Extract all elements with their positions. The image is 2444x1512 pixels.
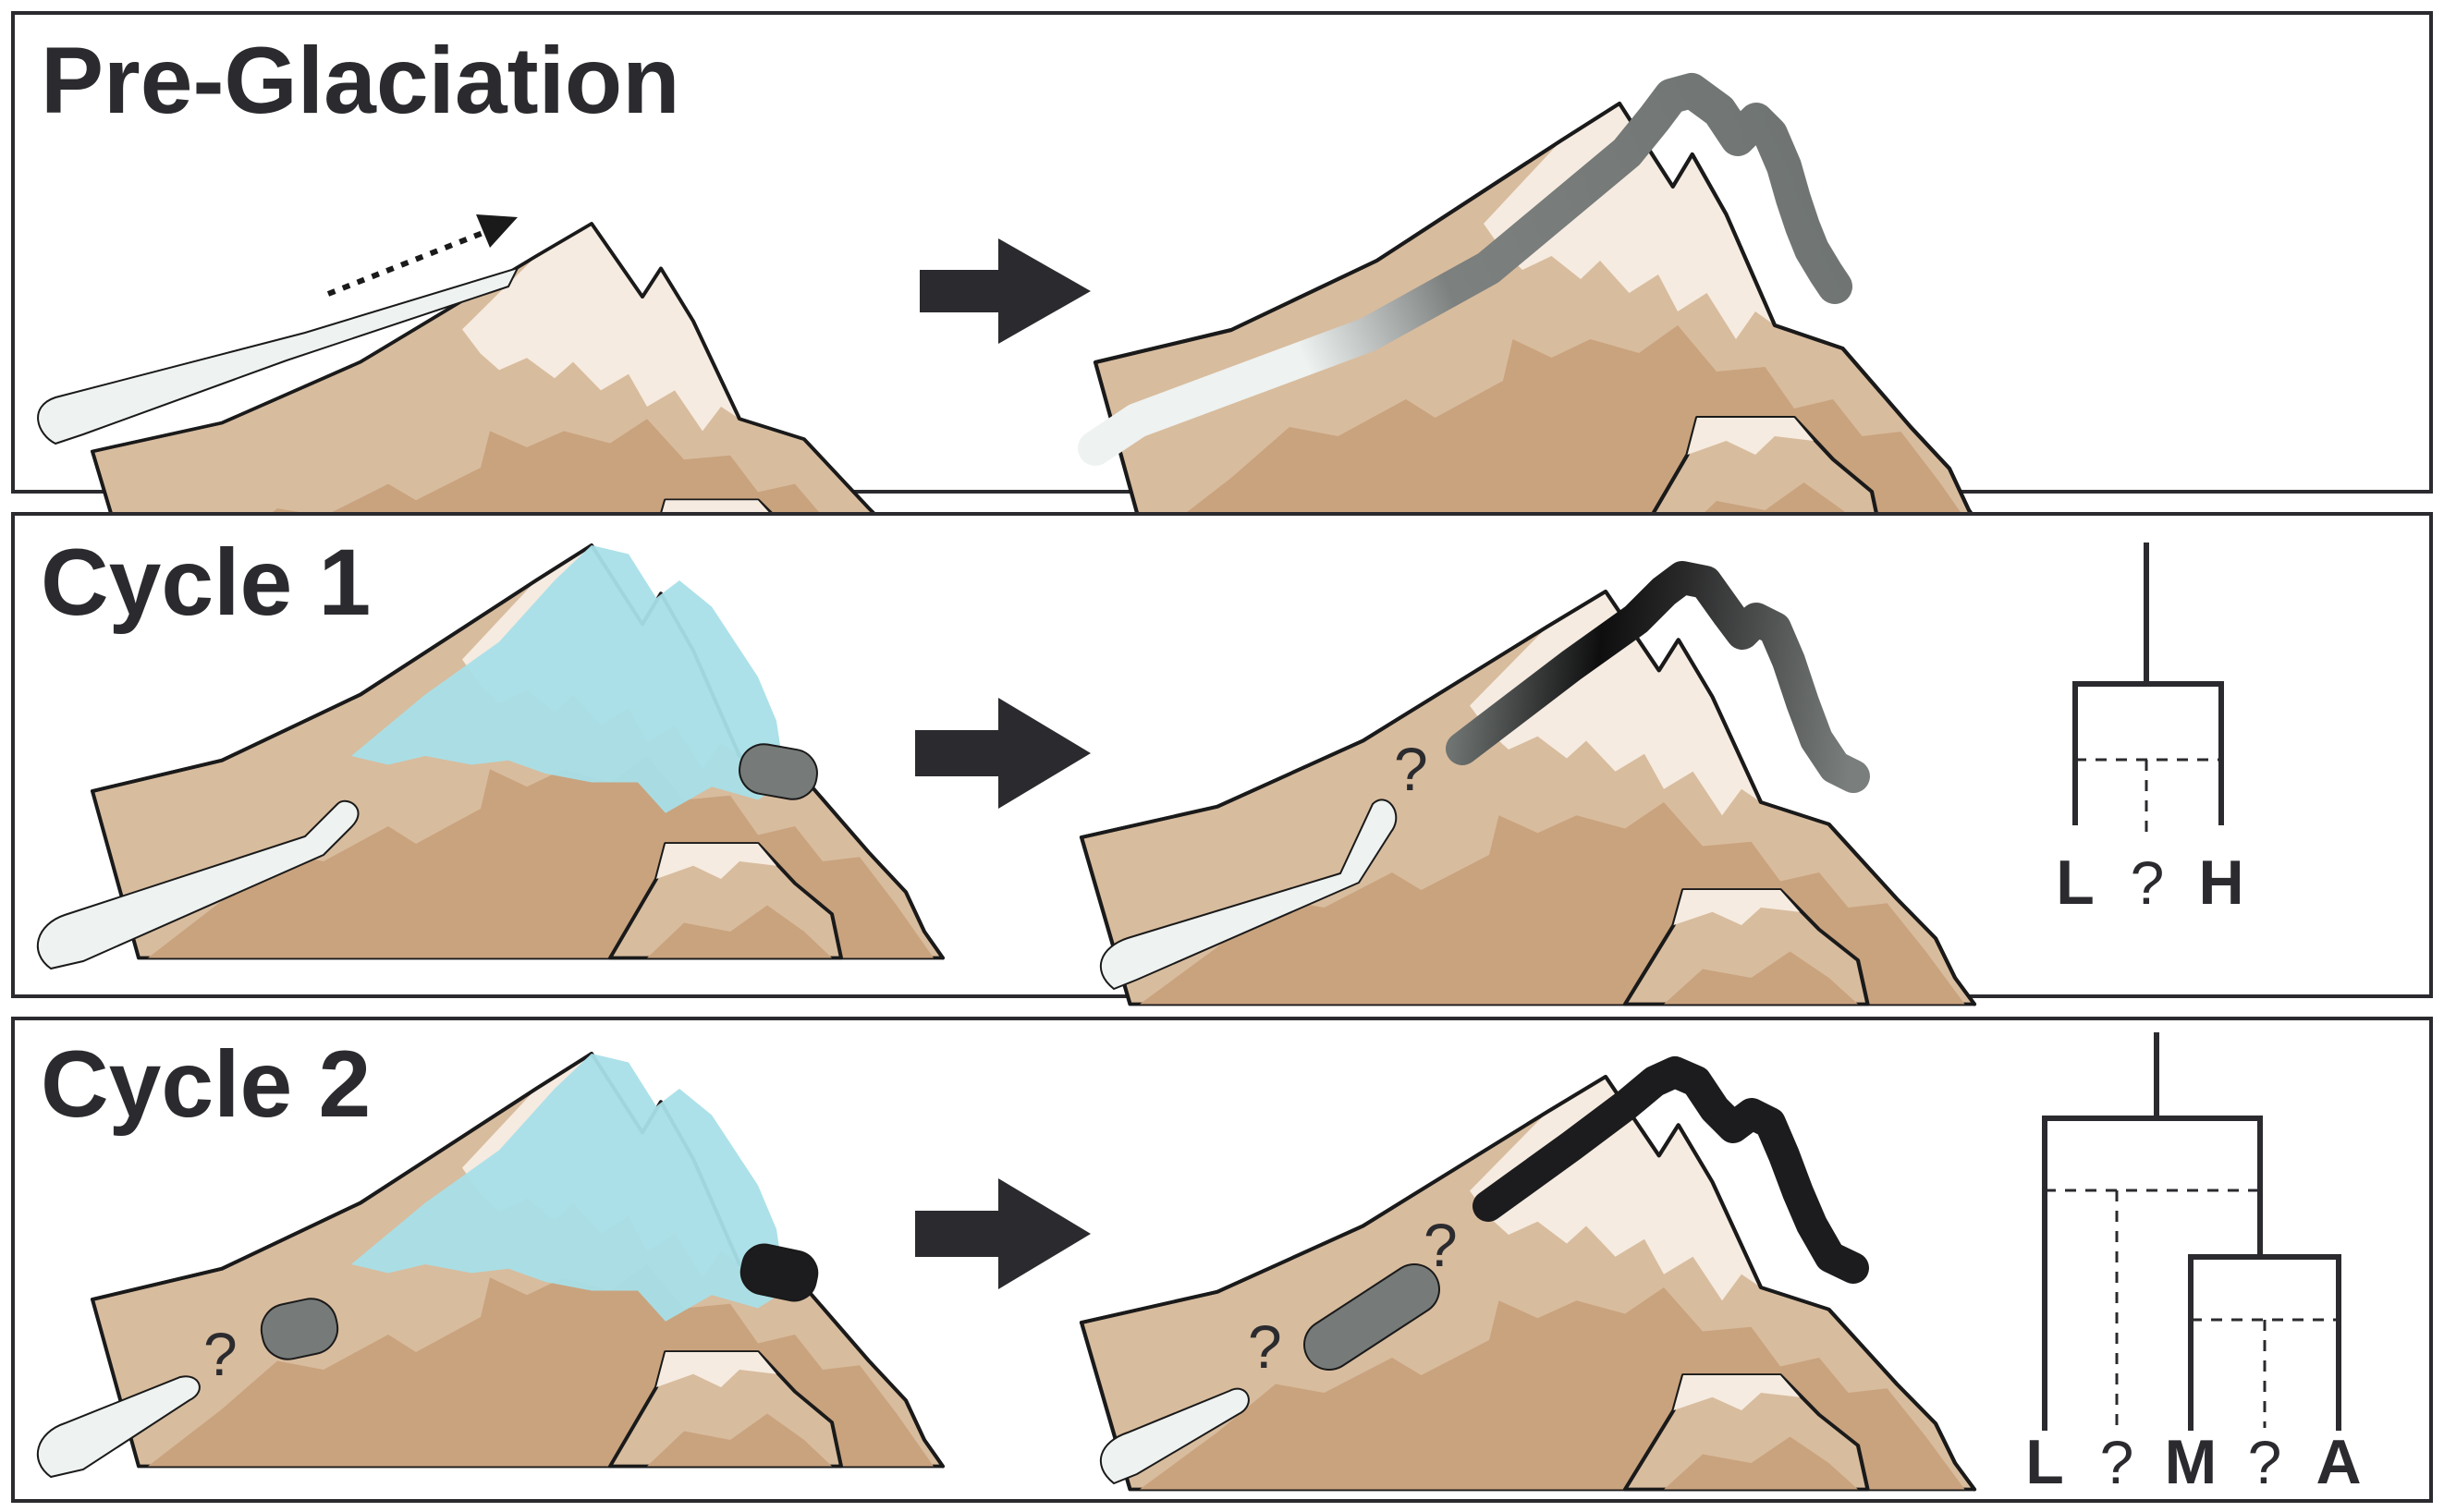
- tree-leaf-label: L: [2025, 1427, 2064, 1497]
- tree-uncertain-branch: [2045, 1189, 2260, 1428]
- high-refugium-population: [739, 1243, 819, 1302]
- panel-cycle-1: Cycle 1 ? L ? H: [11, 512, 2433, 1005]
- mid-population-band: [1305, 1265, 1438, 1369]
- uncertain-link-question: ?: [1394, 735, 1428, 803]
- panel-pre-glaciation: Pre-Glaciation: [11, 11, 2433, 608]
- pre-glacial-population-band: [1078, 73, 1852, 466]
- tree-leaf-label: M: [2165, 1427, 2218, 1497]
- tree-leaf-label: ?: [2100, 1428, 2134, 1496]
- transition-arrow: [915, 698, 1091, 809]
- tree-leaf-label: L: [2056, 847, 2095, 918]
- tree-branches: [2072, 681, 2224, 825]
- mid-refugium-population: [260, 1298, 339, 1360]
- tree-branches: [2042, 1116, 2263, 1431]
- uncertain-link-question: ?: [1424, 1211, 1458, 1279]
- uncertain-link-question: ?: [203, 1320, 238, 1388]
- panel-title: Cycle 2: [41, 1031, 371, 1137]
- tree-leaf-label: ?: [2248, 1428, 2282, 1496]
- lowland-population: [37, 266, 519, 445]
- lowland-population: [1099, 799, 1398, 991]
- tree-leaf-label: ?: [2131, 848, 2165, 917]
- lowland-population: [1099, 1387, 1250, 1485]
- tree-subclade: [2188, 1254, 2341, 1431]
- tree-leaf-label: H: [2198, 847, 2243, 918]
- panel-cycle-2: Cycle 2 ? ? ?: [11, 1017, 2433, 1503]
- tree-uncertain-branch: [2191, 1318, 2339, 1428]
- phylogeny-cycle-2: L ? M ? A: [2025, 1032, 2362, 1497]
- lowland-population: [36, 799, 360, 970]
- phylogeny-cycle-1: L ? H: [2056, 543, 2244, 918]
- uncertain-link-question: ?: [1248, 1312, 1282, 1381]
- tree-uncertain-branch: [2075, 758, 2221, 832]
- upslope-arrowhead: [476, 214, 518, 248]
- lowland-population: [36, 1375, 201, 1479]
- highland-population-band: [1446, 561, 1870, 793]
- highland-population-band: [1473, 1056, 1869, 1284]
- panel-title: Cycle 1: [41, 530, 371, 635]
- transition-arrow: [915, 1178, 1091, 1289]
- transition-arrow: [920, 238, 1091, 344]
- high-refugium-population: [739, 743, 818, 800]
- panel-title: Pre-Glaciation: [41, 28, 680, 133]
- tree-leaf-label: A: [2316, 1427, 2361, 1497]
